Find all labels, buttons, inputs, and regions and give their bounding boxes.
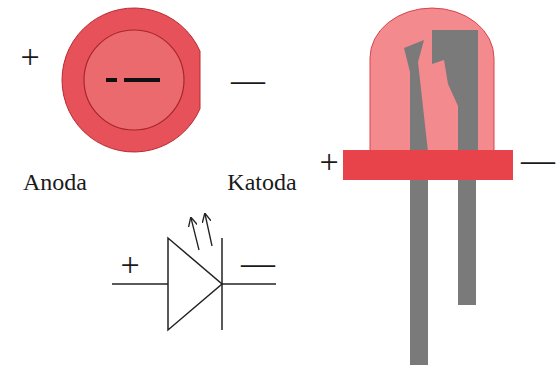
diode-triangle bbox=[168, 238, 222, 330]
polarity-sign: — bbox=[521, 143, 555, 177]
terminal-name: Anoda bbox=[23, 170, 87, 194]
wire bbox=[112, 283, 168, 285]
wire bbox=[222, 283, 276, 285]
dash-mark bbox=[124, 78, 160, 82]
dash-mark bbox=[106, 78, 117, 82]
polarity-sign: — bbox=[241, 246, 275, 280]
anode-leg bbox=[410, 178, 428, 365]
led-dome bbox=[370, 8, 494, 152]
led-lens bbox=[84, 30, 184, 130]
polarity-sign: + bbox=[319, 145, 338, 179]
light-arrow bbox=[205, 214, 212, 246]
polarity-sign: + bbox=[20, 40, 39, 74]
diode-bar bbox=[221, 238, 223, 330]
cathode-leg bbox=[458, 178, 476, 305]
led-flange bbox=[343, 150, 513, 180]
polarity-sign: — bbox=[231, 63, 265, 97]
anode-post bbox=[404, 40, 428, 152]
terminal-name: Katoda bbox=[227, 170, 296, 194]
led-base-outline bbox=[62, 8, 200, 152]
polarity-sign: + bbox=[120, 248, 139, 282]
light-arrow bbox=[191, 218, 199, 250]
cathode-anvil bbox=[432, 30, 478, 152]
